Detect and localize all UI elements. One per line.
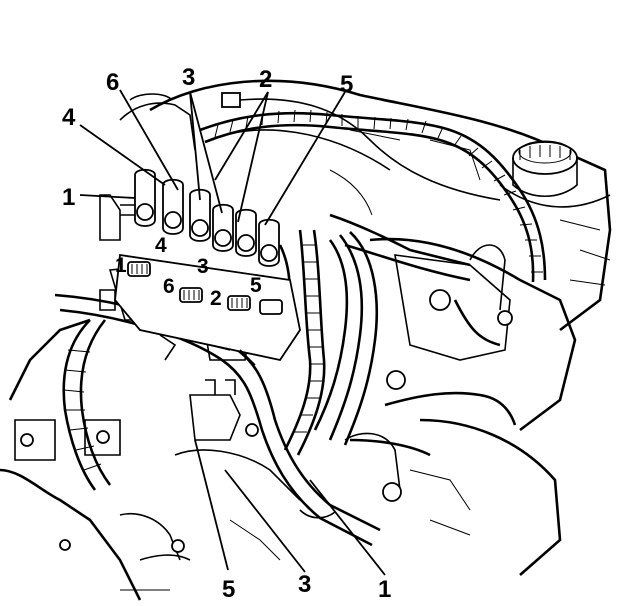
leader-top-3b bbox=[189, 91, 223, 214]
leader-bottom-3 bbox=[224, 469, 306, 573]
leader-top-2a bbox=[237, 91, 269, 223]
callout-bottom-3: 3 bbox=[298, 571, 311, 598]
callout-top-5: 5 bbox=[340, 71, 353, 98]
callout-labels: 6 3 2 5 4 1 1 4 3 6 2 5 5 3 1 bbox=[62, 64, 391, 603]
coil-terminal-2 bbox=[227, 295, 251, 311]
leader-lines bbox=[79, 89, 386, 576]
coil-pack bbox=[114, 253, 301, 366]
callout-mid-6: 6 bbox=[163, 275, 175, 298]
callout-mid-5: 5 bbox=[250, 274, 262, 297]
coil-boot-6 bbox=[189, 188, 211, 242]
leader-bottom-1 bbox=[309, 479, 386, 576]
coil-boot-3 bbox=[212, 203, 234, 252]
coil-boot-4 bbox=[162, 178, 184, 235]
coil-boot-cluster bbox=[120, 168, 280, 267]
callout-mid-2: 2 bbox=[210, 287, 222, 310]
callout-mid-1: 1 bbox=[115, 254, 127, 277]
leader-top-3a bbox=[189, 91, 201, 201]
coil-terminal-5 bbox=[259, 299, 283, 315]
leader-top-2b bbox=[214, 91, 269, 181]
coil-boot-2 bbox=[235, 208, 257, 257]
leader-top-1 bbox=[79, 194, 136, 199]
callout-top-3: 3 bbox=[182, 64, 195, 91]
wiring-harness bbox=[199, 109, 547, 457]
callout-top-6: 6 bbox=[106, 69, 119, 96]
callout-mid-4: 4 bbox=[155, 234, 167, 257]
leader-top-6 bbox=[119, 89, 179, 191]
callout-top-1: 1 bbox=[62, 184, 75, 211]
leader-top-5 bbox=[264, 91, 346, 226]
callout-top-2: 2 bbox=[259, 66, 272, 93]
leader-top-4 bbox=[79, 124, 166, 186]
callout-bottom-5: 5 bbox=[222, 576, 235, 603]
callout-bottom-1: 1 bbox=[378, 576, 391, 603]
coil-terminal-1 bbox=[127, 261, 151, 277]
coil-boot-1 bbox=[120, 168, 156, 227]
coil-terminal-6 bbox=[179, 287, 203, 303]
callout-top-4: 4 bbox=[62, 104, 76, 131]
reservoir-cap-icon bbox=[499, 140, 611, 208]
callout-mid-3: 3 bbox=[197, 255, 209, 278]
leader-bottom-5 bbox=[194, 439, 229, 571]
coil-boot-5 bbox=[258, 218, 280, 267]
